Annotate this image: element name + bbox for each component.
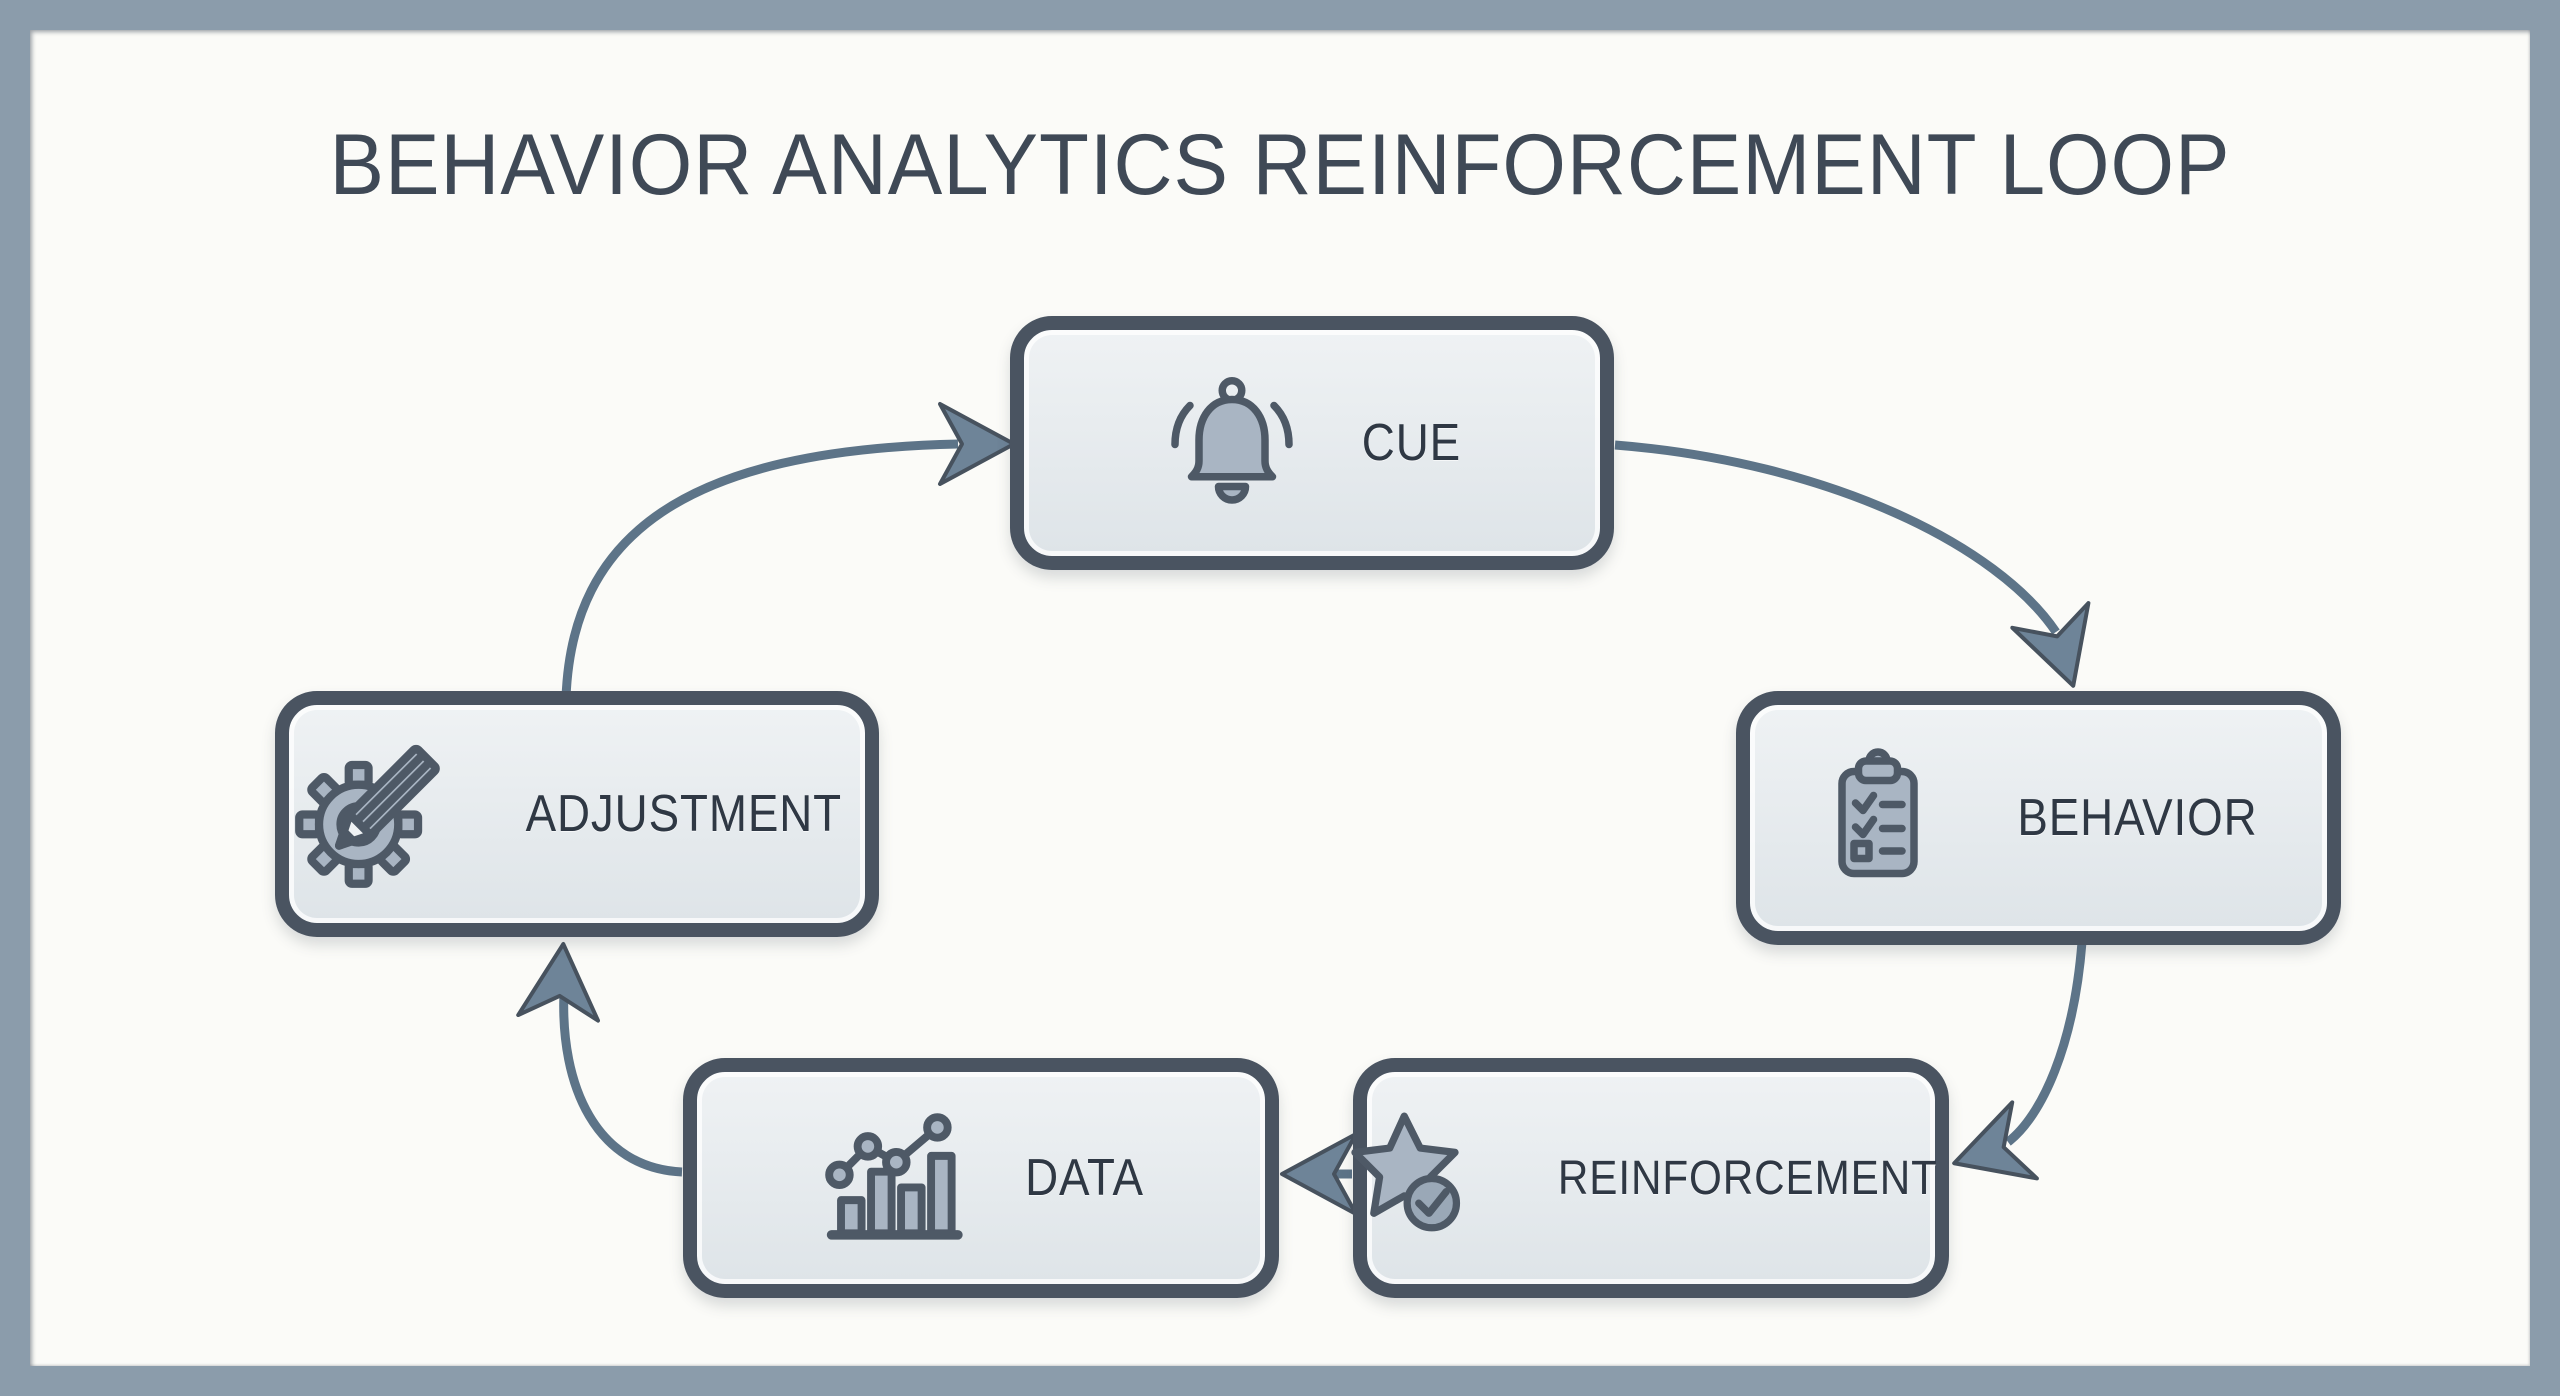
node-label: CUE: [1361, 414, 1461, 472]
pencil: [334, 744, 440, 850]
diagram-canvas: BEHAVIOR ANALYTICS REINFORCEMENT LOOP: [30, 30, 2530, 1366]
node-adjustment: ADJUSTMENT: [275, 691, 879, 937]
arrow-data-to-adjustment: [516, 942, 683, 1177]
bell-icon: [1157, 368, 1307, 518]
arrow-adjustment-to-cue: [561, 402, 1016, 699]
arrow-behavior-to-reinforcement: [1952, 941, 2087, 1181]
node-reinforcement: REINFORCEMENT: [1350, 1058, 1949, 1298]
node-label: ADJUSTMENT: [525, 785, 842, 843]
gear-pencil-icon: [291, 732, 456, 897]
node-cue: CUE: [1010, 316, 1614, 570]
node-behavior: BEHAVIOR: [1736, 691, 2341, 945]
node-label: DATA: [1024, 1149, 1144, 1207]
node-data: DATA: [683, 1058, 1279, 1298]
chart-icon: [811, 1099, 969, 1257]
node-label: BEHAVIOR: [2017, 789, 2258, 847]
clipboard-checklist-icon: [1803, 743, 1953, 893]
diagram-title: BEHAVIOR ANALYTICS REINFORCEMENT LOOP: [329, 117, 2231, 213]
arrow-cue-to-behavior: [1614, 440, 2091, 688]
star-check-icon: [1339, 1106, 1484, 1251]
node-label: REINFORCEMENT: [1557, 1151, 1938, 1205]
